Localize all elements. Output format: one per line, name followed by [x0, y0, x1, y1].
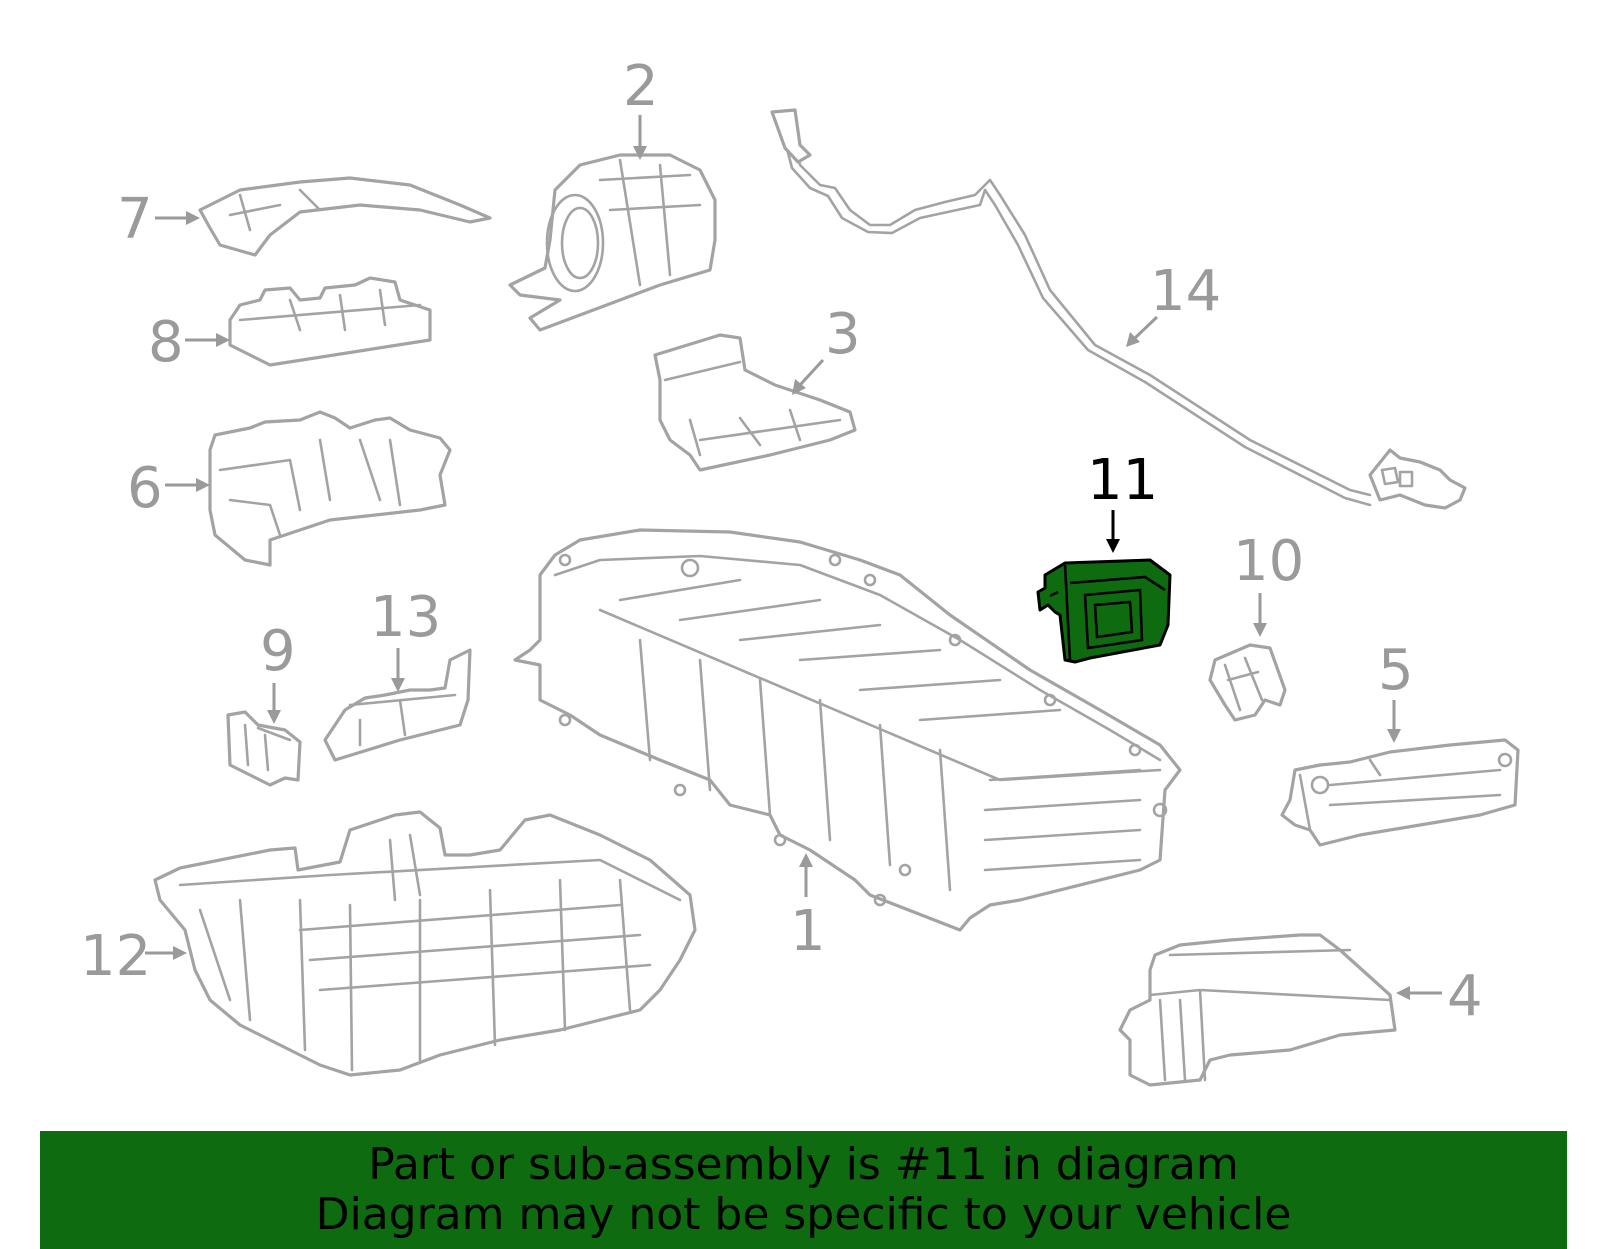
callout-13: 13	[370, 585, 441, 650]
callout-3: 3	[825, 302, 861, 367]
part-8[interactable]	[228, 276, 432, 367]
part-2[interactable]	[508, 153, 717, 332]
callout-5: 5	[1378, 638, 1414, 703]
part-12[interactable]	[153, 810, 697, 1077]
callout-2: 2	[623, 54, 659, 119]
callout-6: 6	[127, 456, 163, 521]
part-3[interactable]	[653, 333, 857, 472]
callout-8: 8	[148, 310, 184, 375]
part-9[interactable]	[226, 710, 302, 787]
callout-4: 4	[1447, 964, 1483, 1029]
callout-12: 12	[80, 924, 151, 989]
part-7[interactable]	[198, 176, 492, 257]
callout-arrows	[145, 115, 1442, 1000]
banner-line-2: Diagram may not be specific to your vehi…	[315, 1189, 1292, 1240]
part-4[interactable]	[1118, 933, 1397, 1087]
callout-9: 9	[260, 619, 296, 684]
part-6[interactable]	[208, 410, 452, 567]
part-13[interactable]	[323, 648, 472, 762]
disclaimer-banner: Part or sub-assembly is #11 in diagram D…	[40, 1131, 1567, 1249]
callout-14: 14	[1150, 259, 1221, 324]
part-14[interactable]	[770, 108, 1467, 510]
callout-1: 1	[790, 899, 826, 964]
part-5[interactable]	[1280, 738, 1520, 847]
callout-7: 7	[117, 187, 153, 252]
banner-line-1: Part or sub-assembly is #11 in diagram	[368, 1139, 1239, 1190]
part-11[interactable]	[1036, 558, 1172, 664]
callout-11: 11	[1087, 448, 1158, 513]
part-10[interactable]	[1208, 643, 1287, 722]
part-1[interactable]	[513, 528, 1182, 932]
callout-10: 10	[1233, 529, 1304, 594]
